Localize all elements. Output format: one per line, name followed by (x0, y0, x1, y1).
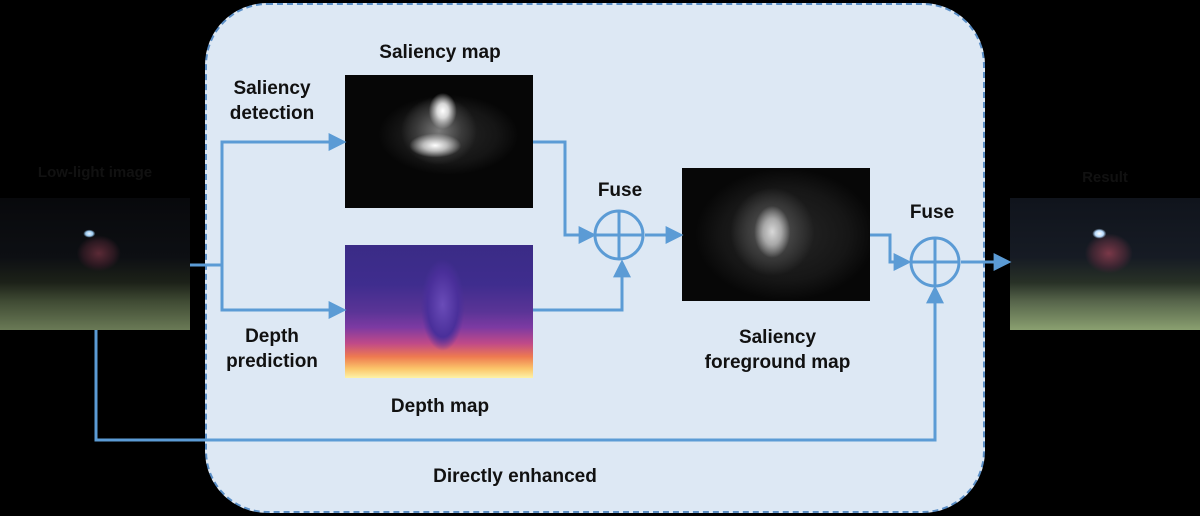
saliency-foreground-map-image (682, 168, 870, 301)
result-image-label: Result (1082, 169, 1128, 186)
fuse-label-2: Fuse (909, 202, 955, 223)
depth-prediction-label: Depth prediction (226, 326, 318, 372)
input-image-label: Low-light image (37, 164, 153, 181)
directly-enhanced-arrow (94, 285, 944, 442)
saliency-map-image (345, 75, 533, 208)
depth-prediction-arrow (220, 265, 347, 319)
depth-map-image (345, 245, 533, 378)
result-image (1010, 198, 1200, 330)
saliency-to-fuse-arrow (533, 140, 597, 244)
fuse-operator-2 (909, 236, 961, 288)
saliency-detection-label: Saliency detection (229, 78, 315, 124)
foreground-to-fuse-arrow (870, 233, 912, 271)
saliency-map-label: Saliency map (379, 42, 501, 63)
saliency-foreground-map-label: Saliency foreground map (704, 327, 851, 373)
fuse-operator-1 (593, 209, 645, 261)
low-light-input-image (0, 198, 190, 330)
depth-map-label: Depth map (390, 396, 490, 417)
directly-enhanced-label: Directly enhanced (433, 466, 597, 487)
depth-to-fuse-arrow (533, 259, 631, 312)
saliency-detection-arrow (220, 133, 347, 265)
fuse-label-1: Fuse (597, 180, 643, 201)
